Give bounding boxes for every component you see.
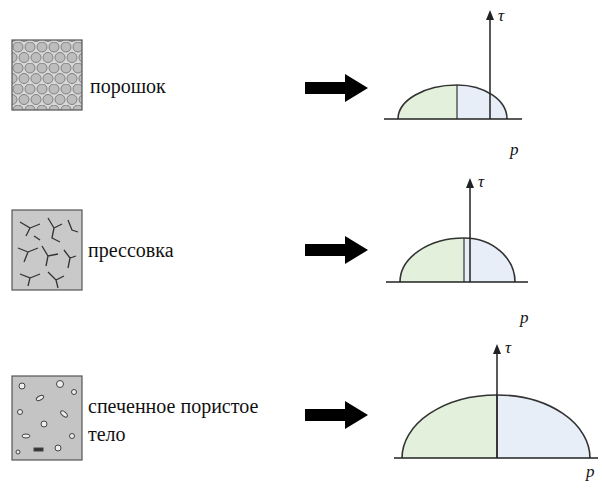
compact-sample: [12, 210, 82, 290]
stage-label: прессовка: [88, 236, 298, 264]
axis-label: p: [520, 308, 529, 328]
strength-curve: [394, 344, 598, 458]
axis-label: p: [586, 462, 595, 482]
axis-label: p: [510, 140, 519, 160]
axis-label: τ: [505, 338, 511, 358]
process-arrow: [305, 74, 368, 429]
sintered-sample: [12, 376, 82, 460]
stage-label: порошок: [90, 72, 300, 100]
strength-curve: [384, 10, 522, 119]
powder-sample: [12, 40, 82, 110]
stage-label: спеченное пористое тело: [88, 392, 288, 448]
strength-curve: [386, 178, 528, 282]
axis-label: τ: [478, 172, 484, 192]
axis-label: τ: [498, 6, 504, 26]
